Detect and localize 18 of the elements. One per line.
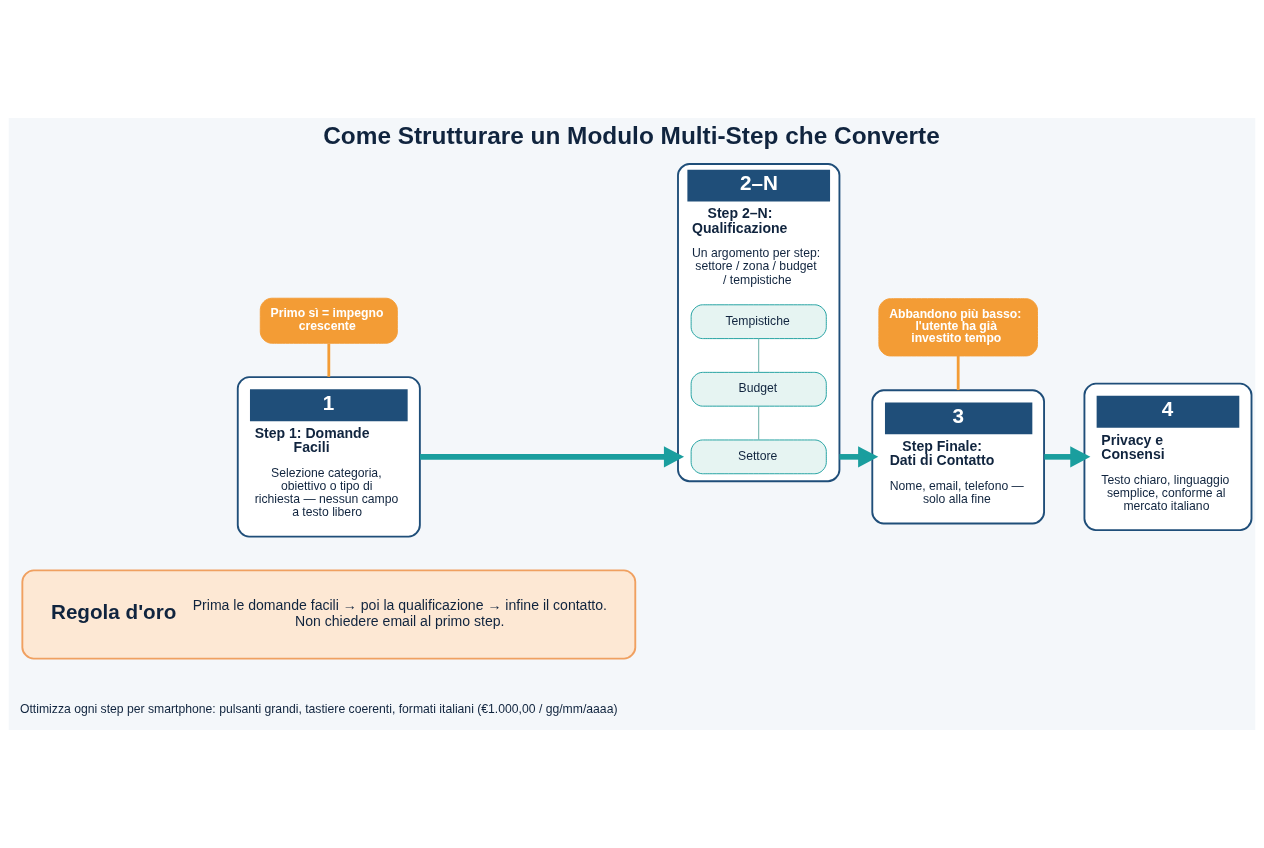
arrow xyxy=(420,446,685,468)
node-box: Primo sì = impegno crescente xyxy=(259,297,398,344)
connector xyxy=(758,405,760,441)
connector xyxy=(758,338,760,373)
arrow xyxy=(1044,446,1091,468)
arrow xyxy=(839,446,879,468)
node-box: Tempistiche xyxy=(690,304,827,340)
connector xyxy=(327,343,331,377)
connector xyxy=(956,356,960,391)
diagram-title: Come Strutturare un Modulo Multi-Step che Converte xyxy=(323,122,940,150)
node-box: Budget xyxy=(690,371,827,407)
node-box: 4 Privacy e Consensi Testo chiaro, linguaggio semplice, conforme al mercato italiano xyxy=(1083,382,1253,531)
node-box: Abbandono più basso: l'utente ha già investito tempo xyxy=(878,298,1038,357)
node-box: Settore xyxy=(690,439,827,475)
node-box: 3 Step Finale: Dati di Contatto Nome, email, telefono — solo alla fine xyxy=(871,389,1045,525)
node-box: Regola d'oro Prima le domande facili → poi la qualificazione → infine il contatto. Non chiedere email al primo step. xyxy=(21,569,637,660)
caption: Ottimizza ogni step per smartphone: pulsanti grandi, tastiere coerenti, formati italiani (€1.000,00 / gg/mm/aaaa) xyxy=(20,701,618,716)
node-box: 1 Step 1: Domande Facili Selezione categoria, obiettivo o tipo di richiesta — nessun campo a testo libero xyxy=(236,376,421,538)
